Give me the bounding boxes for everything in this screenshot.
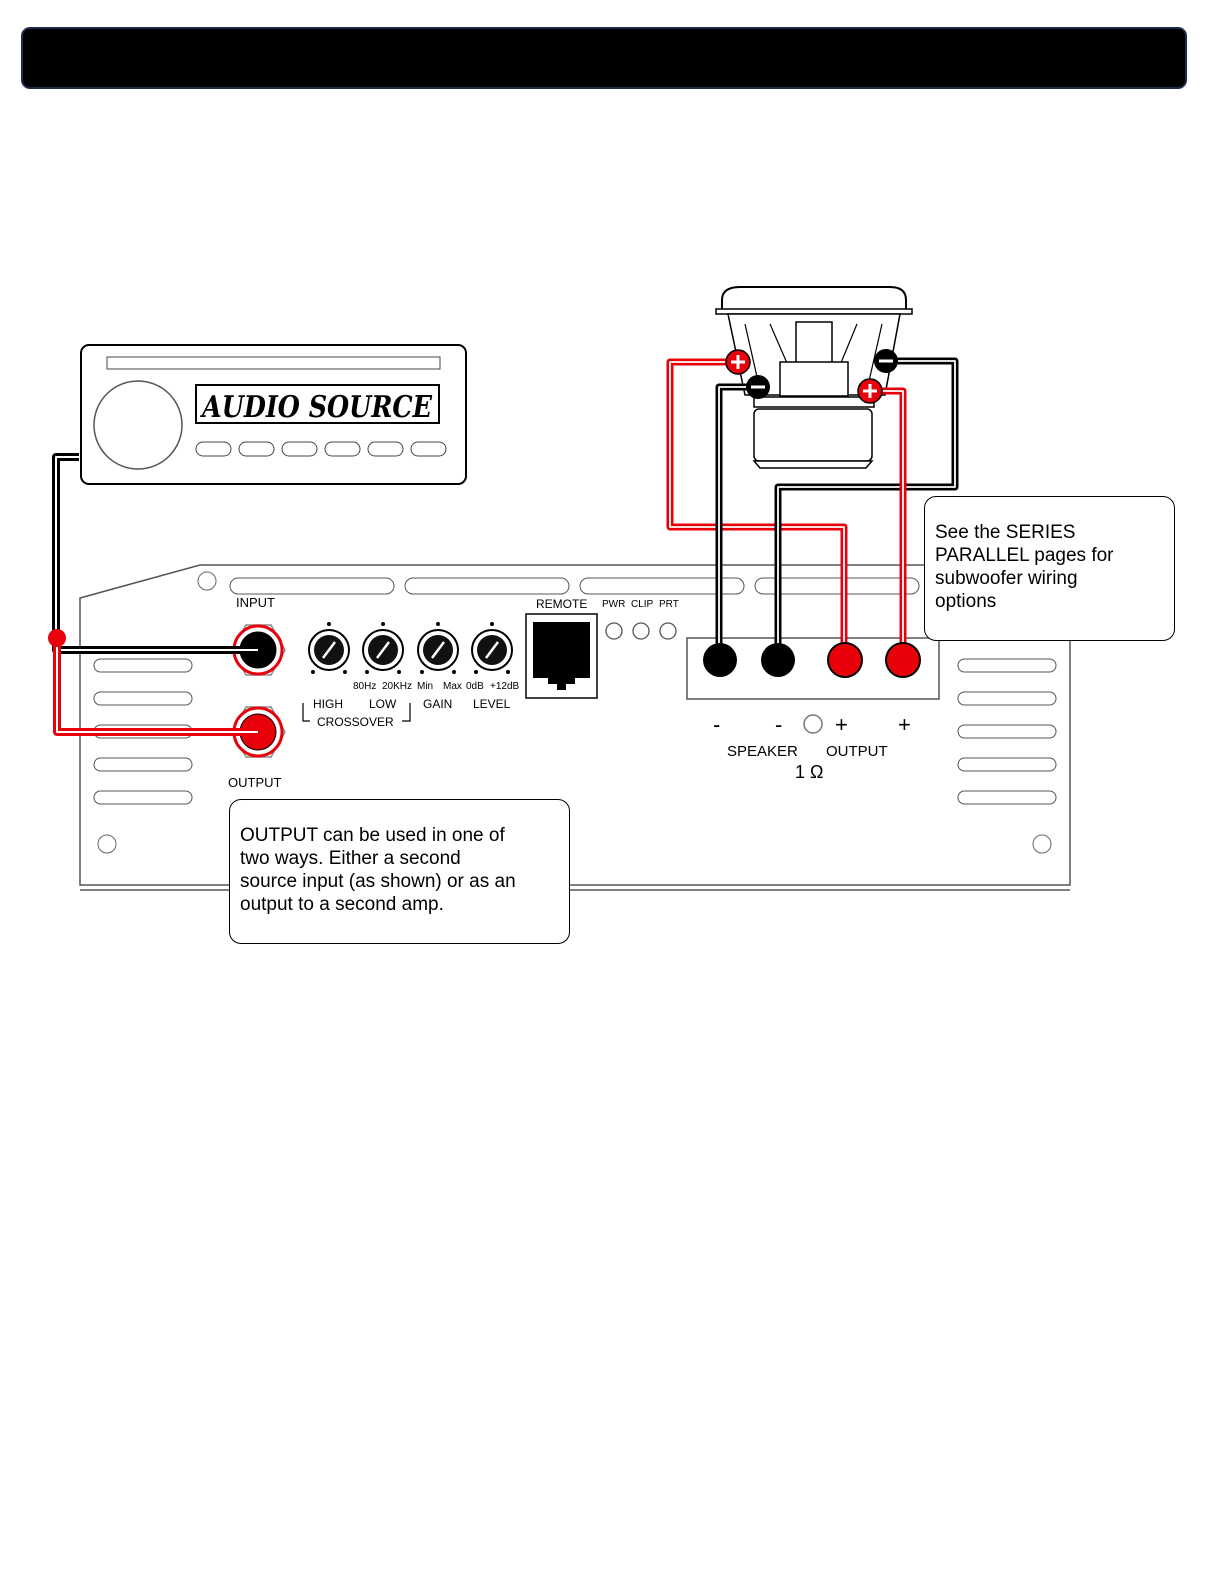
amp-terminal-negative-2[interactable]: [761, 643, 795, 677]
output-rca-jack[interactable]: [231, 706, 286, 758]
amp-terminal-positive-2[interactable]: [885, 642, 921, 678]
sub-terminal-negative-b: [874, 349, 898, 373]
crossover-high-knob[interactable]: [308, 622, 350, 674]
display-panel: [195, 384, 440, 424]
range-label: 80Hz: [353, 681, 376, 692]
bridge-indicator: [803, 714, 823, 734]
amp-terminal-positive-1[interactable]: [827, 642, 863, 678]
range-label: +12dB: [490, 681, 520, 692]
audio-source-label: AUDIO SOURCE: [199, 390, 432, 425]
vent-slot: [404, 577, 570, 595]
prt-label: PRT: [659, 599, 679, 610]
gain-knob[interactable]: [417, 622, 459, 674]
sub-terminal-positive-a: [725, 349, 751, 375]
vent-slot: [957, 757, 1057, 772]
note-line: two ways. Either a second: [240, 848, 461, 869]
speaker-label: SPEAKER: [727, 743, 798, 760]
range-label: 0dB: [466, 681, 484, 692]
vent-slot: [754, 577, 920, 595]
volume-knob[interactable]: [93, 380, 183, 470]
mount-hole: [1032, 834, 1052, 854]
gain-label: GAIN: [423, 697, 452, 711]
vent-slot: [579, 577, 745, 595]
range-label: 20KHz: [382, 681, 412, 692]
preset-button[interactable]: [195, 441, 232, 457]
range-label: Min: [417, 681, 433, 692]
preset-button[interactable]: [410, 441, 447, 457]
speaker-output-label: OUTPUT: [826, 743, 888, 760]
vent-slot: [93, 757, 193, 772]
remote-label: REMOTE: [536, 597, 587, 611]
series-parallel-note: See the SERIES PARALLEL pages for subwoo…: [924, 496, 1175, 641]
clip-label: CLIP: [631, 599, 654, 610]
note-line: OUTPUT can be used in one of: [240, 825, 505, 846]
sub-terminal-negative-a: [746, 375, 770, 399]
preset-button[interactable]: [367, 441, 404, 457]
prt-led: [659, 622, 677, 640]
low-label: LOW: [369, 697, 397, 711]
vent-slot: [93, 691, 193, 706]
note-line: output to a second amp.: [240, 894, 444, 915]
preset-button[interactable]: [281, 441, 318, 457]
crossover-low-knob[interactable]: [362, 622, 404, 674]
audio-source-unit: [80, 344, 467, 485]
vent-slot: [229, 577, 395, 595]
note-line: options: [935, 591, 997, 612]
vent-slot: [957, 658, 1057, 673]
note-line: subwoofer wiring: [935, 568, 1078, 589]
level-knob[interactable]: [471, 622, 513, 674]
splice-point: [48, 629, 66, 647]
range-label: Max: [443, 681, 462, 692]
vent-slot: [957, 790, 1057, 805]
vent-slot: [93, 790, 193, 805]
note-line: PARALLEL pages for: [935, 545, 1114, 566]
preset-button[interactable]: [324, 441, 361, 457]
clip-led: [632, 622, 650, 640]
amp-terminal-negative-1[interactable]: [703, 643, 737, 677]
sub-terminal-positive-b: [857, 378, 883, 404]
pwr-led: [605, 622, 623, 640]
level-label: LEVEL: [473, 697, 511, 711]
impedance-label: 1 Ω: [795, 762, 823, 782]
polarity-positive-1: +: [835, 712, 848, 737]
disc-slot: [106, 356, 441, 370]
remote-port[interactable]: [525, 613, 598, 699]
vent-slot: [957, 691, 1057, 706]
vent-slot: [93, 658, 193, 673]
input-label: INPUT: [236, 595, 275, 610]
mount-hole: [97, 834, 117, 854]
subwoofer: [715, 286, 913, 469]
note-line: source input (as shown) or as an: [240, 871, 516, 892]
mount-hole: [197, 571, 217, 591]
vent-slot: [957, 724, 1057, 739]
header-bar: [21, 27, 1187, 89]
pwr-label: PWR: [602, 599, 625, 610]
preset-button[interactable]: [238, 441, 275, 457]
high-label: HIGH: [313, 697, 343, 711]
polarity-positive-2: +: [898, 712, 911, 737]
note-line: See the SERIES: [935, 522, 1076, 543]
crossover-label: CROSSOVER: [317, 715, 394, 729]
polarity-negative-2: -: [775, 712, 782, 737]
output-usage-note: OUTPUT can be used in one of two ways. E…: [229, 799, 570, 944]
crossover-bracket: [302, 703, 411, 722]
polarity-negative-1: -: [713, 712, 720, 737]
output-label: OUTPUT: [228, 775, 282, 790]
